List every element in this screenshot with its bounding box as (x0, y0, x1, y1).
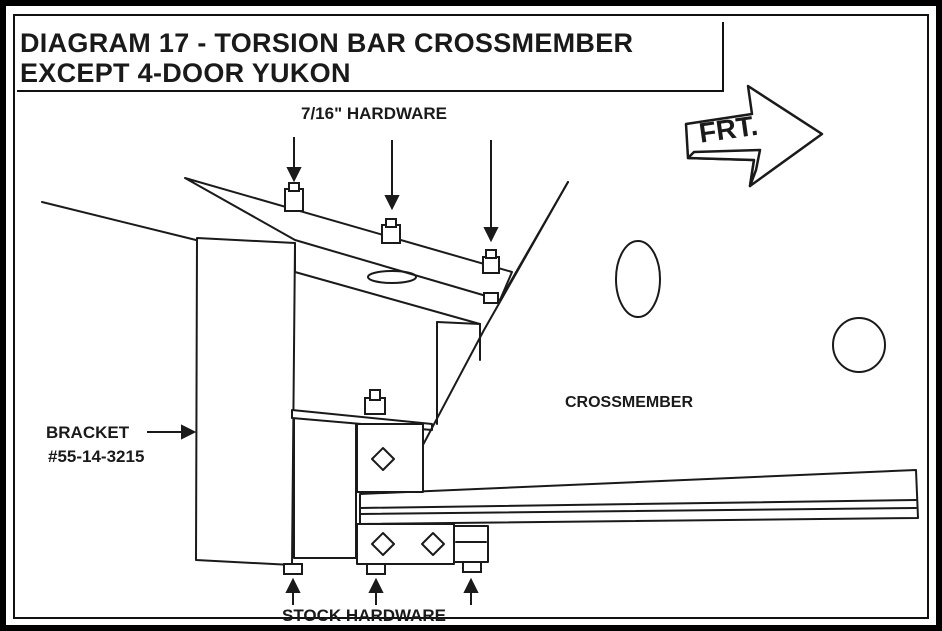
diagram-title-line2: EXCEPT 4-DOOR YUKON (20, 58, 351, 88)
bracket-inner-panel (293, 417, 357, 559)
bracket-top-edge (436, 321, 481, 325)
callout-arrow-icon (285, 577, 301, 605)
bolt-icon (462, 561, 482, 573)
callout-arrow-icon (483, 140, 499, 243)
crossmember-upper-edge (499, 181, 569, 301)
callout-arrow-icon (384, 140, 400, 211)
callout-arrow-icon (463, 577, 479, 605)
bolt-icon (283, 563, 303, 575)
torsion-bar-beam-midline-2 (359, 507, 917, 515)
label-bracket-part-number: #55-14-3215 (48, 447, 145, 466)
diamond-marker-icon (371, 447, 395, 471)
callout-arrow-icon (286, 137, 302, 183)
bracket-side-face (195, 237, 296, 566)
label-hardware-top: 7/16" HARDWARE (301, 104, 447, 123)
title-box (17, 22, 724, 92)
bolt-icon (381, 218, 401, 244)
bolt-icon (364, 389, 386, 415)
bolt-icon (482, 249, 500, 304)
diagram-title-line1: DIAGRAM 17 - TORSION BAR CROSSMEMBER (20, 28, 634, 58)
diamond-marker-icon (371, 532, 395, 556)
label-hardware-bottom: STOCK HARDWARE (282, 606, 447, 625)
torsion-bar-beam (359, 469, 919, 525)
mounting-hole-icon (832, 317, 886, 373)
bolt-icon (284, 182, 304, 212)
diamond-marker-icon (421, 532, 445, 556)
bolt-icon (366, 563, 386, 575)
lower-bracket-spacer (453, 525, 489, 563)
label-crossmember: CROSSMEMBER (565, 394, 694, 411)
inner-border (13, 14, 929, 619)
slot-opening (367, 270, 417, 284)
callout-arrow-icon (147, 424, 197, 440)
lower-bracket-plate-upper (356, 423, 424, 493)
torsion-bar-beam-midline (359, 499, 917, 509)
mounting-hole-icon (615, 240, 661, 318)
frame-rail-lower-edge (41, 201, 197, 241)
front-direction-arrow-icon (684, 84, 824, 188)
frame-rail-inner-edge (294, 271, 481, 325)
callout-arrow-icon (368, 577, 384, 605)
label-bracket: BRACKET (46, 423, 130, 442)
